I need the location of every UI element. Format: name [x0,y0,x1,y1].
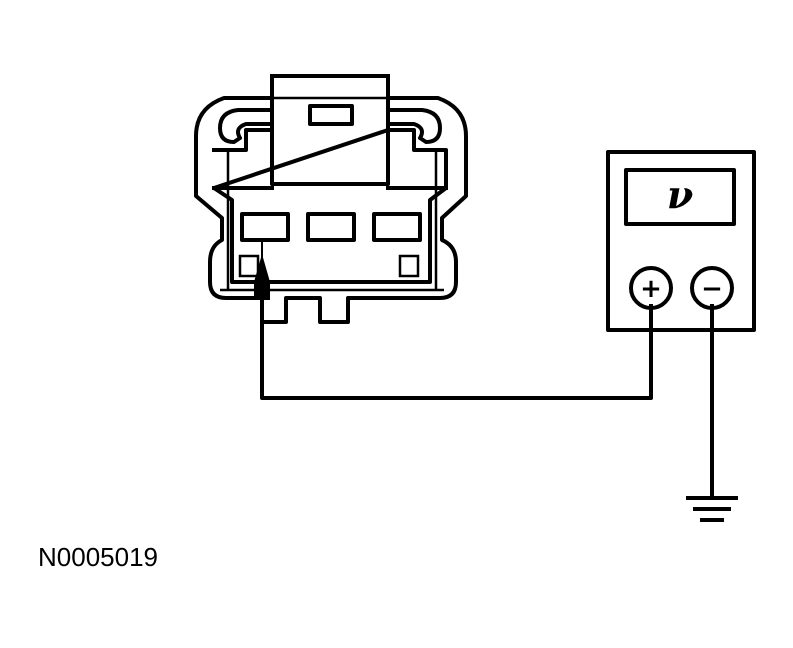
test-probe [254,238,270,300]
figure-id: N0005019 [38,542,158,572]
positive-lead-wire [260,298,653,400]
connector-latch-slot [308,104,354,126]
terminal-cavity-1 [240,212,290,242]
voltmeter-symbol: ν [667,172,693,217]
voltmeter: ν + − [606,150,756,332]
electrical-connector [194,74,468,324]
negative-terminal [690,266,734,310]
terminal-cavity-2 [306,212,356,242]
ground-icon [686,496,738,522]
connector-right-hook [386,108,442,144]
lower-cavity-left [238,254,260,278]
voltmeter-body [606,150,756,332]
connector-latch [270,74,390,186]
connector-inner-body [212,128,448,284]
lower-cavity-right [398,254,420,278]
voltmeter-display [624,168,736,226]
positive-terminal [629,266,673,310]
probe-tip-icon [254,254,270,300]
negative-sign: − [701,274,723,304]
terminal-cavity-3 [372,212,422,242]
connector-outer-shell [194,74,468,324]
positive-sign: + [640,274,662,304]
connector-left-hook [218,108,274,144]
